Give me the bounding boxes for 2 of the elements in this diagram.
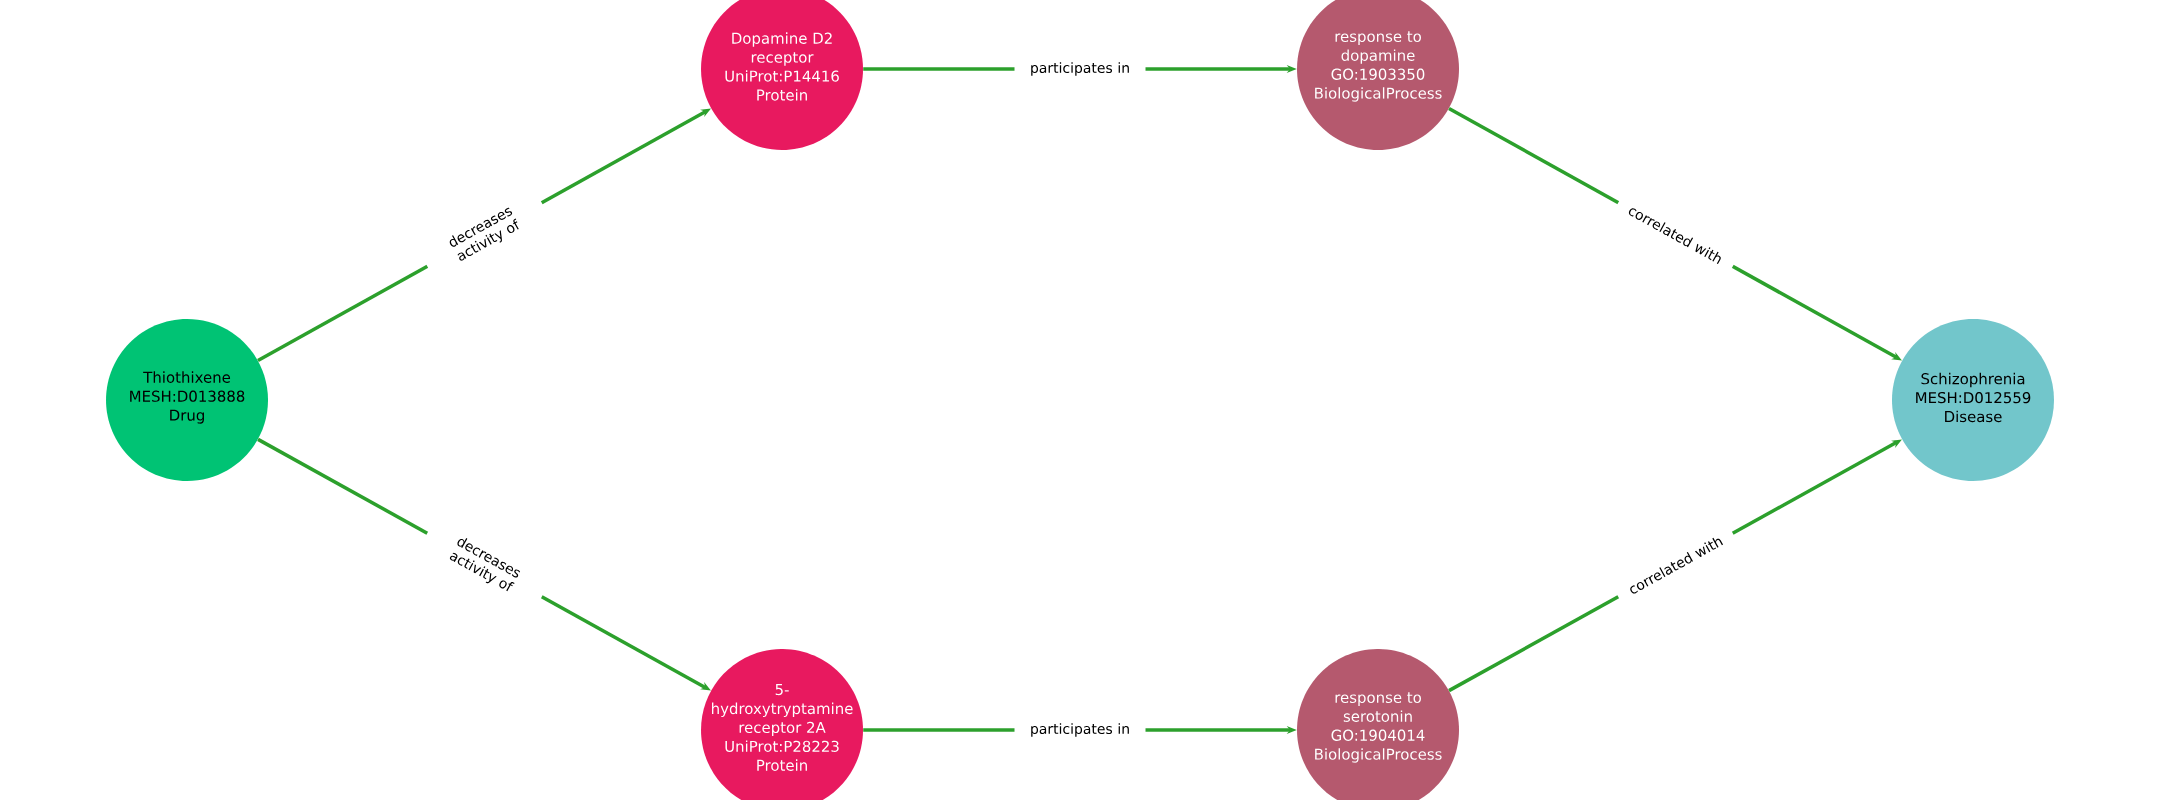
edge-label: participates in (1014, 720, 1146, 740)
edge-label: participates in (1014, 59, 1146, 79)
